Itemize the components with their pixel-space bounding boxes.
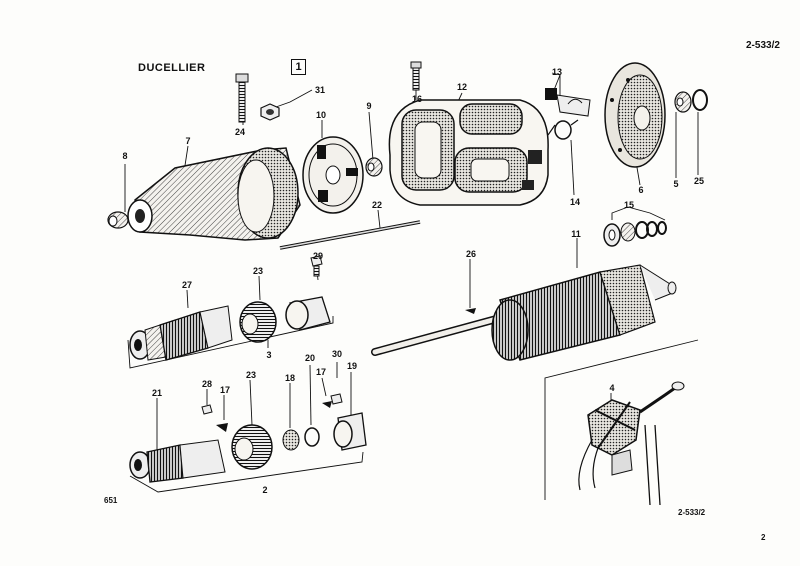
callout-24: 24 xyxy=(234,127,246,137)
part-29-screw xyxy=(310,255,323,277)
part-12-field-coil-yoke xyxy=(388,99,549,206)
assembly-3-drive-pinion xyxy=(129,296,331,361)
part-10-plate xyxy=(302,136,364,214)
assembly-2-drive-pinion xyxy=(129,393,367,483)
callout-23-lower: 23 xyxy=(245,370,257,380)
part-14-spring xyxy=(547,119,579,140)
callout-28: 28 xyxy=(201,379,213,389)
callout-27: 27 xyxy=(181,280,193,290)
boxed-index: 1 xyxy=(291,59,306,75)
part-5-bush xyxy=(674,91,692,113)
callout-2: 2 xyxy=(262,485,268,495)
sheet-code-top: 2-533/2 xyxy=(746,40,780,51)
callout-9: 9 xyxy=(366,101,372,111)
callout-7: 7 xyxy=(185,136,191,146)
part-7-drive-end-housing xyxy=(127,147,301,241)
part-31-nut xyxy=(260,103,280,121)
callout-22: 22 xyxy=(371,200,383,210)
part-8-bushing xyxy=(107,211,129,229)
part-4-solenoid xyxy=(578,381,685,506)
callout-21: 21 xyxy=(151,388,163,398)
callout-15: 15 xyxy=(623,200,635,210)
callout-8: 8 xyxy=(122,151,128,161)
callout-13: 13 xyxy=(551,67,563,77)
part-16-screw xyxy=(410,61,422,91)
part-24-bolt xyxy=(235,73,249,123)
callout-18: 18 xyxy=(284,373,296,383)
callout-14: 14 xyxy=(569,197,581,207)
callout-17-right: 17 xyxy=(315,367,327,377)
callout-12: 12 xyxy=(456,82,468,92)
brand-label: DUCELLIER xyxy=(138,62,206,74)
page-number: 2 xyxy=(761,533,766,542)
callout-11: 11 xyxy=(571,229,581,239)
part-13-brushes xyxy=(545,88,591,117)
leader-lines xyxy=(124,72,699,500)
part-9-bushing xyxy=(365,157,383,177)
part-11-armature xyxy=(371,264,677,361)
callout-4: 4 xyxy=(609,383,615,393)
callout-31: 31 xyxy=(314,85,326,95)
callout-16: 16 xyxy=(411,94,423,104)
callout-25: 25 xyxy=(693,176,705,186)
figure-number: 651 xyxy=(104,496,118,505)
part-26-key xyxy=(465,308,476,314)
callout-26: 26 xyxy=(465,249,477,259)
callout-6: 6 xyxy=(638,185,644,195)
callout-3: 3 xyxy=(266,350,272,360)
part-15-washers xyxy=(603,221,667,247)
callout-30: 30 xyxy=(331,349,343,359)
part-22-through-bolt xyxy=(279,220,421,250)
callout-20: 20 xyxy=(304,353,316,363)
callout-29: 29 xyxy=(312,251,324,261)
part-25-circlip xyxy=(692,89,708,111)
callout-17-left: 17 xyxy=(219,385,231,395)
callout-5: 5 xyxy=(673,179,679,189)
sheet-code-bottom: 2-533/2 xyxy=(678,508,706,517)
callout-23-upper: 23 xyxy=(252,266,264,276)
part-6-end-plate xyxy=(604,62,666,168)
callout-19: 19 xyxy=(346,361,358,371)
callout-10: 10 xyxy=(315,110,327,120)
